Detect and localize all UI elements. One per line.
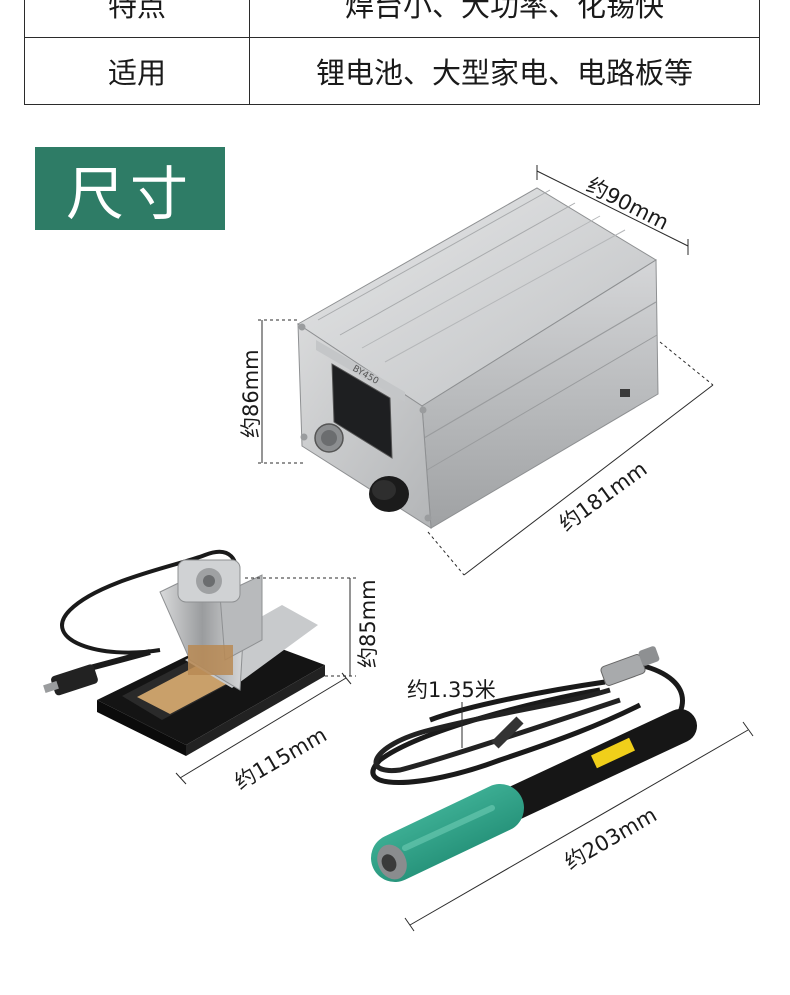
spec-row-feature: 特点 焊台小、大功率、化锡快 <box>24 0 760 38</box>
holder-dimension-lines <box>175 577 356 785</box>
handle-length-label: 约203mm <box>561 803 661 875</box>
holder-length-label: 约115mm <box>231 723 331 795</box>
station-dimension-lines <box>258 165 714 576</box>
handle-dimension-lines <box>404 702 754 932</box>
spec-value: 焊台小、大功率、化锡快 <box>249 0 760 38</box>
soldering-handle <box>370 646 697 882</box>
cable-length-label: 约1.35米 <box>407 678 496 702</box>
holder-height-label: 约85mm <box>356 579 380 668</box>
spec-table: 特点 焊台小、大功率、化锡快 适用 锂电池、大型家电、电路板等 <box>24 0 760 105</box>
spec-key: 适用 <box>24 37 250 105</box>
spec-row-usage: 适用 锂电池、大型家电、电路板等 <box>24 37 760 105</box>
station-height-label: 约86mm <box>239 349 263 438</box>
spec-key: 特点 <box>24 0 250 38</box>
section-title-badge: 尺寸 <box>35 147 225 230</box>
soldering-station: BY450 <box>297 187 659 529</box>
spec-value: 锂电池、大型家电、电路板等 <box>249 37 760 105</box>
iron-holder <box>43 549 325 756</box>
